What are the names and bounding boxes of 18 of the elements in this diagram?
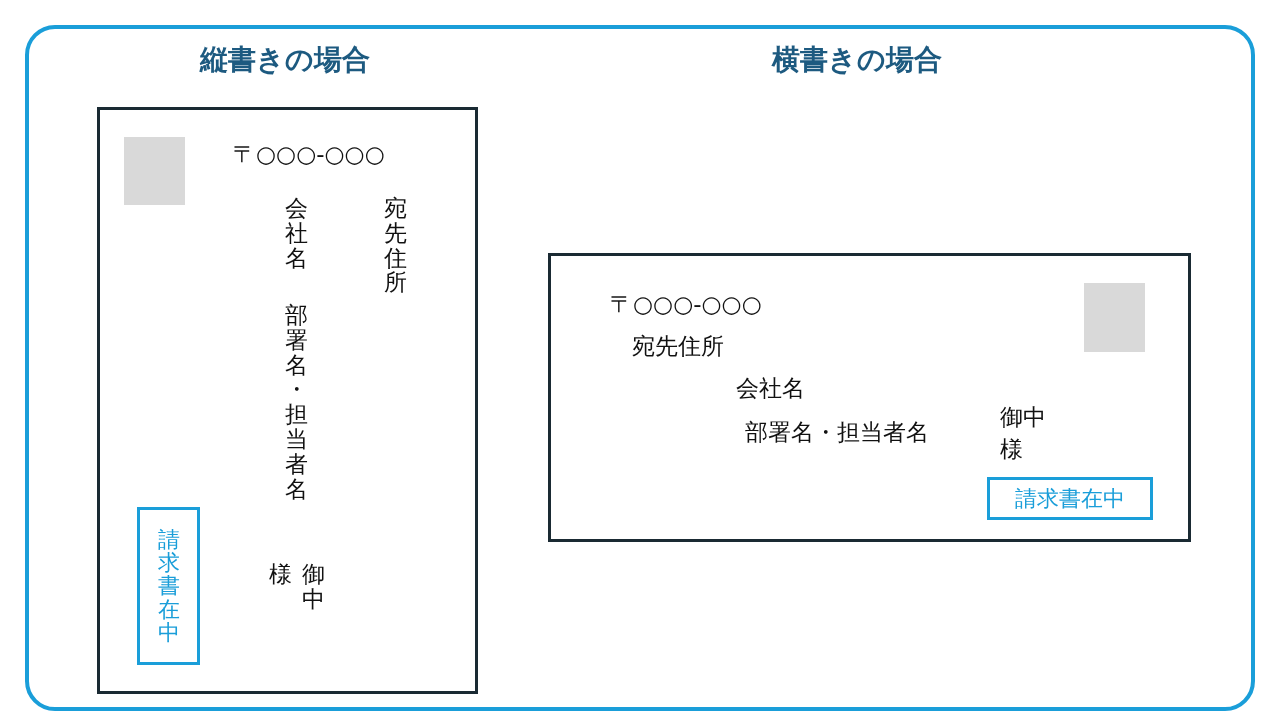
postal-code: 〒○○○-○○○ [610,292,762,318]
enclosure-notice-label: 請求書在中 [987,477,1153,520]
address-text: 宛先住所 [632,334,724,360]
stamp-placeholder [1084,283,1145,352]
company-name: 会社名 [284,196,309,271]
address-text: 宛先住所 [383,196,408,296]
honorific-text: 御中 [1000,405,1046,431]
enclosure-notice-label: 請求書在中 [137,507,200,665]
stamp-placeholder [124,137,185,205]
honorific-text: 様 [1000,437,1023,463]
section-heading: 横書きの場合 [772,45,942,76]
company-name: 会社名 [736,376,805,402]
postal-code: 〒○○○-○○○ [233,142,385,168]
honorific-text: 御中 [301,562,326,612]
section-heading: 縦書きの場合 [200,45,370,76]
honorific-text: 様 [268,562,293,587]
department-contact-name: 部署名・担当者名 [284,303,309,502]
department-contact-name: 部署名・担当者名 [745,420,929,446]
